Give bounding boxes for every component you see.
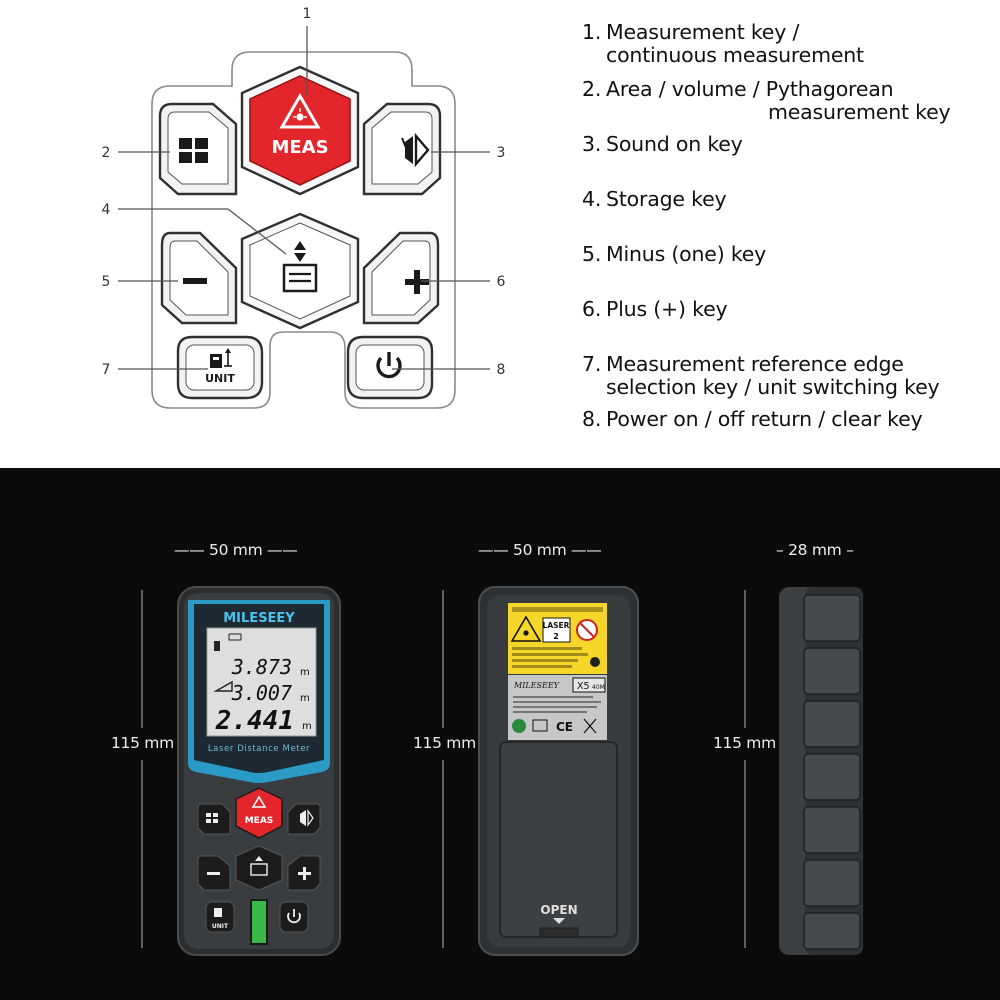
- meas-label: MEAS: [271, 137, 328, 158]
- reference-edge-icon: [210, 348, 232, 368]
- callout-lines: [118, 26, 490, 370]
- speaker-icon: [401, 132, 430, 168]
- callout-3: 3: [497, 145, 506, 161]
- back-height-label: 115 mm: [413, 734, 476, 752]
- callout-7: 7: [102, 362, 111, 378]
- unit-label: UNIT: [205, 372, 235, 385]
- legend-item-minus: 5.Minus (one) key: [582, 242, 767, 266]
- callout-5: 5: [102, 274, 111, 290]
- callout-4: 4: [102, 202, 111, 218]
- legend-item-plus: 6.Plus (+) key: [582, 297, 728, 321]
- power-button[interactable]: [346, 335, 434, 400]
- callout-8: 8: [497, 362, 506, 378]
- side-height-label: 115 mm: [713, 734, 776, 752]
- side-width-label: – 28 mm –: [776, 541, 854, 559]
- legend-item-unit: 7.Measurement reference edge selection k…: [582, 352, 940, 399]
- back-width-label: —— 50 mm ——: [478, 541, 602, 559]
- front-height-label: 115 mm: [111, 734, 174, 752]
- meas-button[interactable]: MEAS: [240, 65, 360, 196]
- minus-button[interactable]: [160, 231, 238, 325]
- legend-item-measurement: 1.Measurement key / continuous measureme…: [582, 20, 864, 67]
- legend-item-area: 2.Area / volume / Pythagorean measuremen…: [582, 77, 951, 124]
- storage-icon: [282, 241, 318, 293]
- plus-icon: [405, 270, 429, 294]
- legend-item-sound: 3.Sound on key: [582, 132, 743, 156]
- callout-1: 1: [303, 6, 312, 22]
- legend-item-storage: 4.Storage key: [582, 187, 727, 211]
- minus-icon: [183, 278, 207, 284]
- laser-warning-icon: [279, 93, 321, 129]
- front-width-label: —— 50 mm ——: [174, 541, 298, 559]
- callout-2: 2: [102, 145, 111, 161]
- callout-numbers: 1 2 3 4 5 6 7 8: [102, 6, 506, 378]
- plus-button[interactable]: [362, 231, 440, 325]
- sound-button[interactable]: [362, 102, 442, 196]
- storage-button[interactable]: [240, 212, 360, 330]
- grid-icon: [179, 138, 208, 163]
- area-volume-button[interactable]: [158, 102, 238, 196]
- unit-button[interactable]: UNIT: [176, 335, 264, 400]
- power-icon: [376, 352, 402, 379]
- legend-item-power: 8.Power on / off return / clear key: [582, 407, 923, 431]
- keypad-diagram: MEAS: [102, 6, 506, 409]
- callout-6: 6: [497, 274, 506, 290]
